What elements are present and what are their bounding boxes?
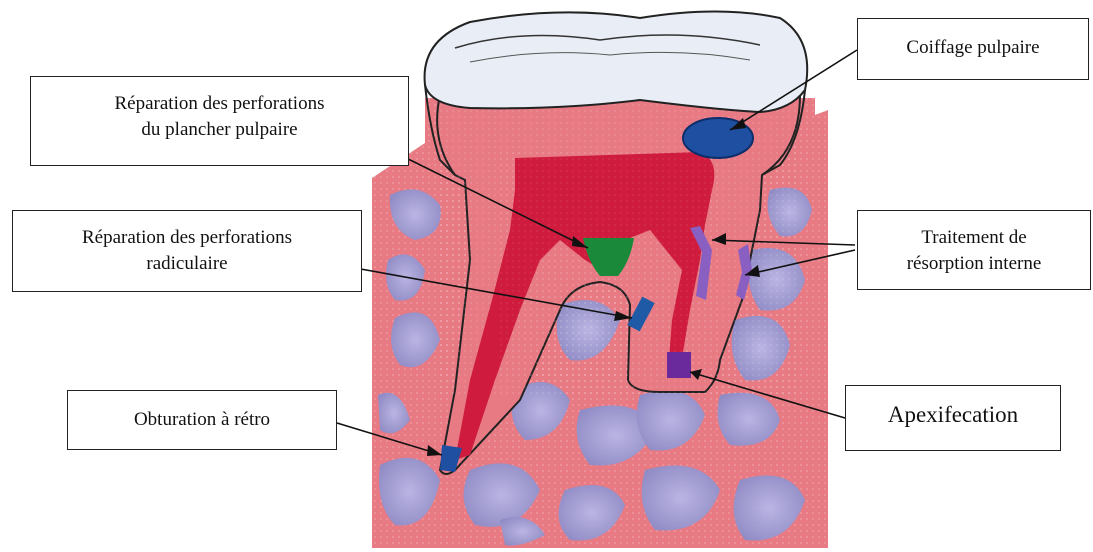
label-apexification-text: Apexifecation — [846, 402, 1060, 428]
label-floor-perforation: Réparation des perforations du plancher … — [30, 76, 409, 166]
label-root-perforation: Réparation des perforations radiculaire — [12, 210, 362, 292]
label-internal-resorption-line1: Traitement de — [858, 225, 1090, 251]
label-pulp-capping: Coiffage pulpaire — [857, 18, 1089, 80]
label-floor-perforation-line1: Réparation des perforations — [31, 91, 408, 117]
label-apexification: Apexifecation — [845, 385, 1061, 451]
label-internal-resorption-line2: résorption interne — [858, 251, 1090, 277]
label-pulp-capping-text: Coiffage pulpaire — [858, 35, 1088, 61]
apexification-material — [667, 352, 691, 378]
label-internal-resorption: Traitement de résorption interne — [857, 210, 1091, 290]
label-retro-filling-text: Obturation à rétro — [68, 407, 336, 433]
label-root-perforation-line2: radiculaire — [13, 251, 361, 277]
tooth-enamel — [425, 12, 808, 113]
label-floor-perforation-line2: du plancher pulpaire — [31, 117, 408, 143]
label-root-perforation-line1: Réparation des perforations — [13, 225, 361, 251]
label-retro-filling: Obturation à rétro — [67, 390, 337, 450]
